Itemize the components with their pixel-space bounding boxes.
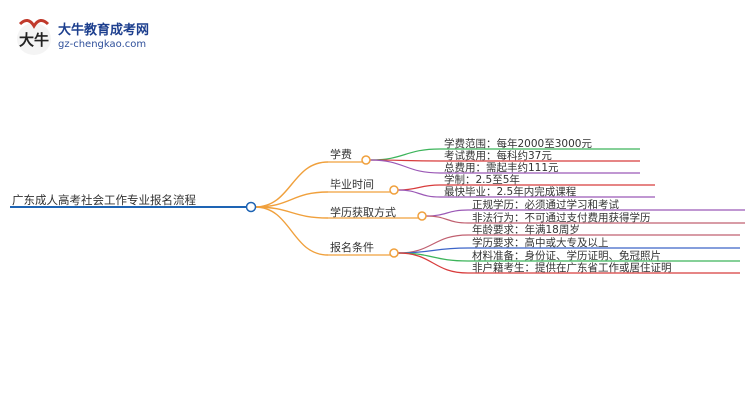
connector-branch-3-leaf-1 <box>425 209 469 217</box>
requirements-leaf-2: 学历要求：高中或大专及以上 <box>472 236 609 249</box>
graduation-leaf-1: 学制：2.5至5年 <box>444 173 520 186</box>
branch-requirements-connector <box>389 248 399 258</box>
degree-method-leaf-1: 正规学历：必须通过学习和考试 <box>472 198 619 211</box>
connector-branch-3-leaf-2 <box>425 215 469 224</box>
requirements-leaf-4: 非户籍考生：提供在广东省工作或居住证明 <box>472 261 672 274</box>
logo-emblem-text: 大牛 <box>19 31 49 49</box>
requirements-leaf-3: 材料准备：身份证、学历证明、免冠照片 <box>472 249 661 262</box>
connector-branch-1-leaf-3 <box>369 159 441 174</box>
branch-fees-label: 学费 <box>330 147 352 161</box>
connector-branch-2-leaf-2 <box>397 189 441 198</box>
fees-leaf-1: 学费范围：每年2000至3000元 <box>444 137 592 150</box>
fees-leaf-3: 总费用：需起丰约111元 <box>444 161 559 174</box>
branch-graduation-connector <box>389 185 399 195</box>
fees-leaf-2: 考试费用：每科约37元 <box>444 149 552 162</box>
connector-branch-4-leaf-4 <box>397 252 469 274</box>
branch-graduation: 毕业时间 学制：2.5至5年 最快毕业：2.5年内完成课程 <box>330 173 577 198</box>
logo-brand-name: 大牛教育成考网 <box>58 23 150 38</box>
site-logo: 大牛 大牛教育成考网 gz-chengkao.com <box>14 14 164 58</box>
mindmap-connectors <box>254 148 745 274</box>
branch-requirements-label: 报名条件 <box>330 240 374 254</box>
branch-requirements: 报名条件 年龄要求：年满18周岁 学历要求：高中或大专及以上 材料准备：身份证、… <box>330 223 672 274</box>
connector-root-to-branch-2 <box>254 191 329 208</box>
root-node-label: 广东成人高考社会工作专业报名流程 <box>12 193 196 207</box>
logo-url: gz-chengkao.com <box>58 39 147 50</box>
branch-fees-connector <box>361 155 371 165</box>
branch-degree-method: 学历获取方式 正规学历：必须通过学习和考试 非法行为：不可通过支付费用获得学历 <box>330 198 651 224</box>
branch-degree-method-label: 学历获取方式 <box>330 205 396 219</box>
branch-fees: 学费 学费范围：每年2000至3000元 考试费用：每科约37元 总费用：需起丰… <box>330 137 592 174</box>
connector-branch-2-leaf-1 <box>397 184 441 191</box>
branch-degree-method-connector <box>417 211 427 221</box>
branch-graduation-label: 毕业时间 <box>330 178 374 191</box>
graduation-leaf-2: 最快毕业：2.5年内完成课程 <box>444 185 577 198</box>
bull-logo-icon: 大牛 <box>17 19 51 55</box>
connector-branch-1-leaf-1 <box>369 148 441 161</box>
requirements-leaf-1: 年龄要求：年满18周岁 <box>472 223 580 236</box>
root-node-connector <box>245 201 257 213</box>
degree-method-leaf-2: 非法行为：不可通过支付费用获得学历 <box>472 211 651 224</box>
connector-root-to-branch-1 <box>254 161 329 208</box>
connector-branch-4-leaf-2 <box>397 247 469 254</box>
connector-root-to-branch-4 <box>254 206 329 256</box>
connector-root-to-branch-3 <box>254 206 329 219</box>
